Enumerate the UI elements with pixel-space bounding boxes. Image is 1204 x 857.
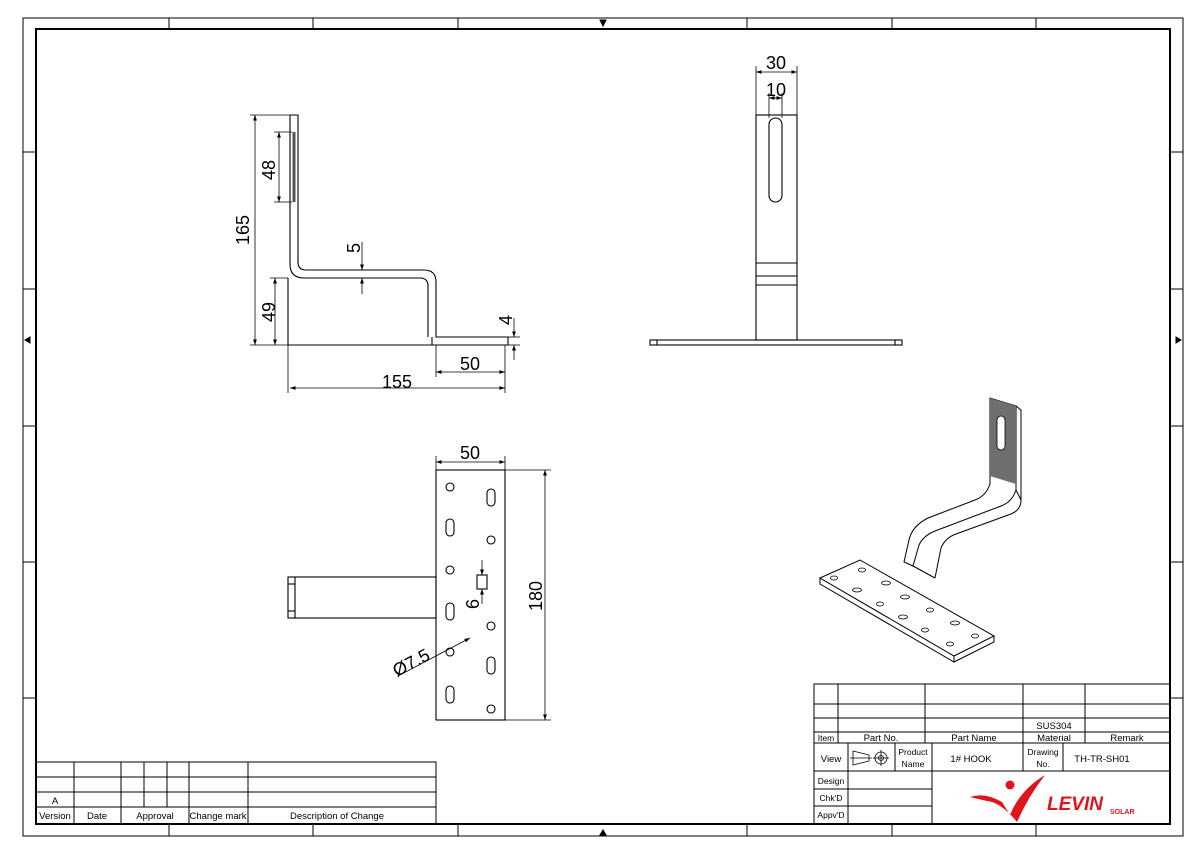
- front-view-outline: [649, 114, 903, 346]
- col-item: Item: [818, 733, 835, 743]
- center-mark-bottom: [599, 829, 607, 836]
- revision-block: A Version Date Approval Change mark Desc…: [35, 761, 437, 825]
- plan-view-outline: [287, 469, 506, 721]
- revision-header-approval: Approval: [136, 811, 174, 822]
- revision-version-value: A: [52, 796, 59, 807]
- isometric-slot: [996, 415, 1006, 451]
- projection-symbol-icon: [850, 750, 889, 766]
- drawing-no-label-2: No.: [1036, 759, 1049, 769]
- dim-plan-hole-diameter: Ø7.5: [389, 645, 433, 681]
- plan-view: 50 180 6 Ø7.5: [287, 443, 551, 721]
- revision-header-change-mark: Change mark: [189, 811, 246, 822]
- revision-header-description: Description of Change: [290, 811, 384, 822]
- front-view-dim-lines: [755, 66, 798, 118]
- dim-plan-gap: 6: [463, 599, 483, 609]
- dim-side-height: 165: [233, 215, 253, 245]
- revision-header-date: Date: [87, 811, 107, 822]
- logo-dot-icon: [1005, 780, 1015, 790]
- center-mark-left: [24, 336, 31, 344]
- logo-brand-main: LEVIN: [1047, 794, 1104, 815]
- col-material: Material: [1037, 733, 1071, 744]
- dim-front-outer-width: 30: [766, 53, 786, 73]
- approved-label: Appv'D: [817, 810, 844, 820]
- logo-brand-sub: SOLAR: [1110, 809, 1135, 816]
- dim-side-length: 155: [382, 372, 412, 392]
- drawing-no-label-1: Drawing: [1027, 747, 1058, 757]
- col-part-name: Part Name: [951, 733, 996, 744]
- center-mark-right: [1175, 336, 1182, 344]
- front-view: 30 10: [649, 53, 903, 346]
- col-remark: Remark: [1110, 733, 1144, 744]
- dim-side-slot-length: 48: [259, 160, 279, 180]
- dim-front-slot-width: 10: [766, 80, 786, 100]
- logo-swoosh-icon: [970, 775, 1045, 822]
- drawing-no-value: TH-TR-SH01: [1074, 754, 1129, 765]
- dim-side-plate-thickness: 4: [496, 315, 516, 325]
- side-view: 165 48 49 5 4 50 155: [233, 114, 520, 393]
- dim-side-foot: 50: [460, 354, 480, 374]
- material-value: SUS304: [1036, 721, 1071, 732]
- dim-plan-width: 50: [460, 443, 480, 463]
- center-mark-top: [599, 19, 607, 28]
- checked-label: Chk'D: [820, 793, 843, 803]
- product-name-label-1: Product: [898, 747, 928, 757]
- view-label: View: [821, 754, 842, 765]
- isometric-holes: [830, 567, 979, 647]
- col-part-no: Part No.: [864, 733, 899, 744]
- product-name-label-2: Name: [902, 759, 925, 769]
- product-name-value: 1# HOOK: [950, 754, 992, 765]
- side-view-dim-lines: [250, 114, 520, 393]
- dim-side-rise: 49: [259, 302, 279, 322]
- isometric-view: [818, 397, 1022, 663]
- title-block: SUS304 Item Part No. Part Name Material …: [813, 683, 1171, 825]
- dim-side-thickness: 5: [344, 243, 364, 253]
- company-logo: LEVIN SOLAR: [970, 775, 1135, 822]
- dim-plan-length: 180: [526, 581, 546, 611]
- side-view-outline: [287, 114, 509, 346]
- design-label: Design: [818, 776, 845, 786]
- revision-header-version: Version: [39, 811, 71, 822]
- plan-view-dim-lines: [397, 456, 551, 721]
- sheet-frame: [22, 17, 1184, 837]
